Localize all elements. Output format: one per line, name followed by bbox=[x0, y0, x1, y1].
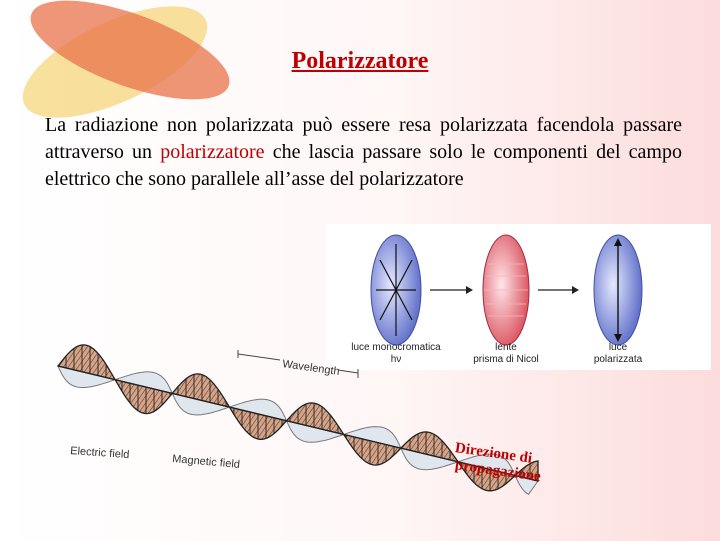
em-wave-figure: Wavelength Electric field Magnetic field bbox=[38, 326, 568, 536]
electric-field-label: Electric field bbox=[70, 445, 130, 461]
polarized-light-lens bbox=[594, 235, 642, 345]
paragraph-highlight: polarizzatore bbox=[160, 141, 264, 163]
slide-title: Polarizzatore bbox=[0, 48, 720, 75]
slide-paragraph: La radiazione non polarizzata può essere… bbox=[45, 112, 682, 193]
wavelength-label: Wavelength bbox=[282, 358, 341, 378]
label-light: luce bbox=[609, 342, 628, 353]
em-wave-diagram: Wavelength Electric field Magnetic field bbox=[38, 326, 568, 536]
label-polarized: polarizzata bbox=[594, 354, 643, 365]
magnetic-field-label: Magnetic field bbox=[172, 453, 241, 471]
propagation-label: Direzione di propagazione bbox=[455, 440, 541, 474]
